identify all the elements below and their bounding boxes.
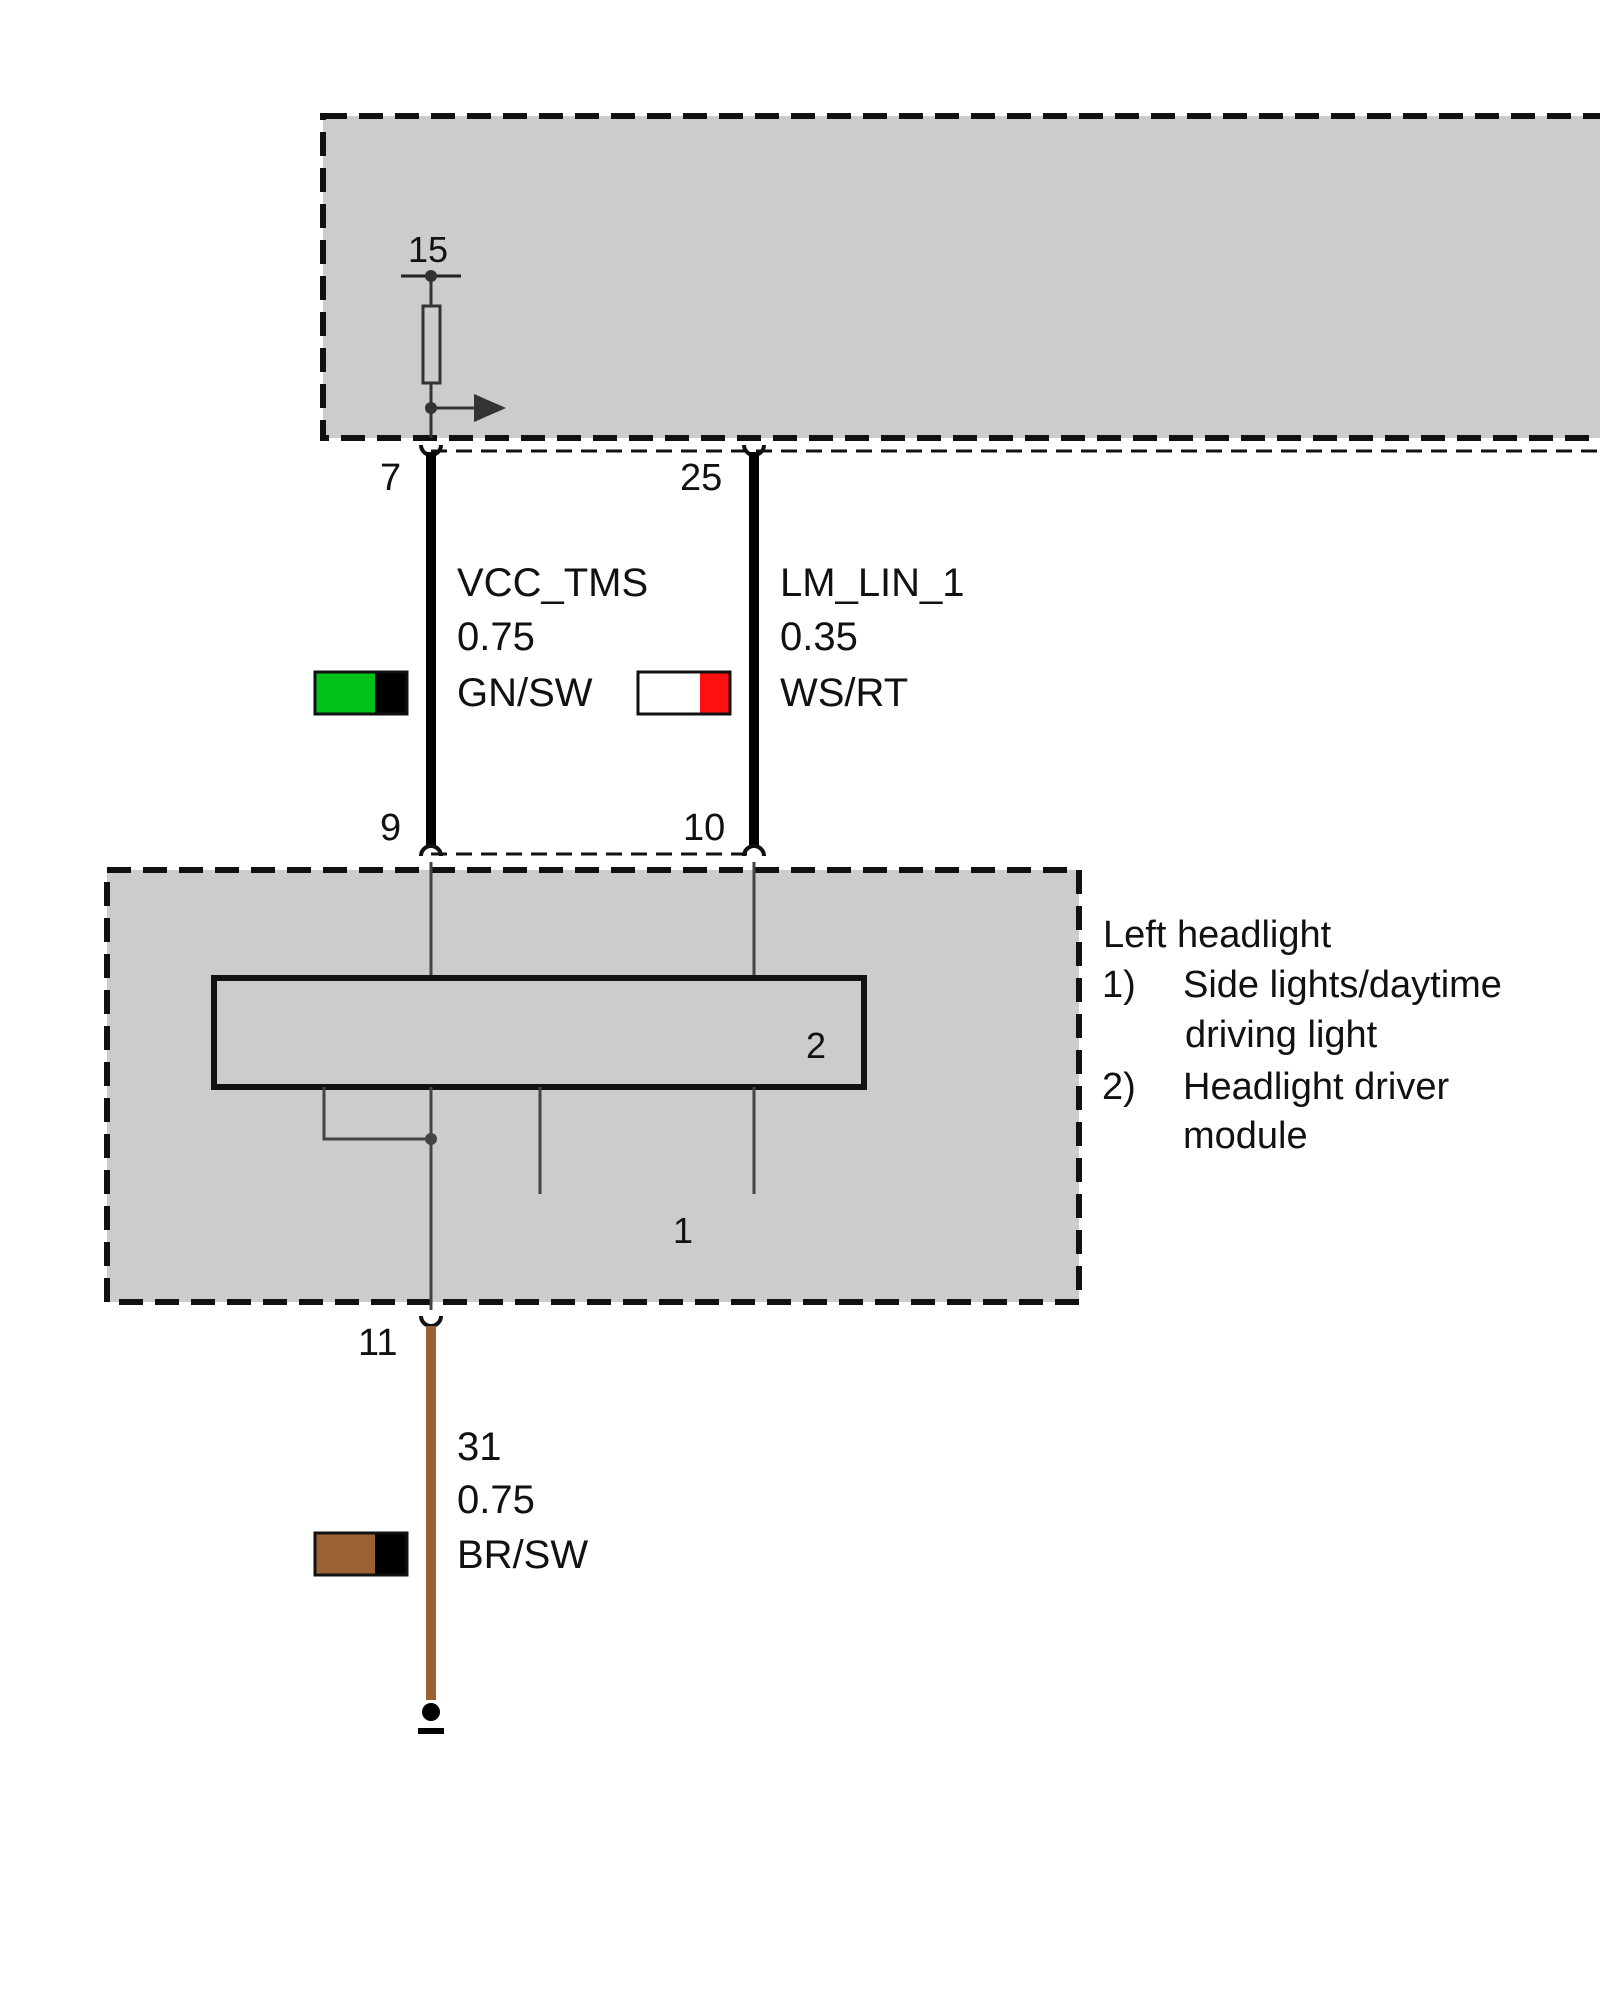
wire-ground-gauge: 0.75 xyxy=(457,1478,535,1522)
pin-7-label: 7 xyxy=(380,457,401,499)
supply-resistor-symbol xyxy=(401,270,506,438)
pin-9-arc xyxy=(419,844,443,857)
legend-item-2-line1: Headlight driver xyxy=(1183,1066,1449,1108)
wire-ground-color: BR/SW xyxy=(457,1533,588,1577)
wire-lin-gauge: 0.35 xyxy=(780,615,858,659)
pin-10-arc xyxy=(742,844,766,857)
wire-vcc-tms-signal: VCC_TMS xyxy=(457,561,648,605)
legend-item-1-line1: Side lights/daytime xyxy=(1183,964,1502,1006)
wire-ground-signal: 31 xyxy=(457,1425,502,1469)
driver-module-box xyxy=(211,975,867,1090)
wire-ground-swatch xyxy=(313,1531,409,1577)
output-arrow-icon xyxy=(474,394,506,422)
wire-lin-color: WS/RT xyxy=(780,671,908,715)
wire-lin-swatch xyxy=(636,670,732,716)
side-light-connections xyxy=(322,1087,756,1310)
legend-title: Left headlight xyxy=(1103,914,1332,956)
legend-item-1-num: 1) xyxy=(1102,964,1136,1006)
legend-item-1-line2: driving light xyxy=(1185,1014,1378,1056)
terminal-15-label: 15 xyxy=(408,229,448,270)
wire-lin-signal: LM_LIN_1 xyxy=(780,561,965,605)
pin-9-label: 9 xyxy=(380,807,401,849)
legend-item-2-line2: module xyxy=(1183,1115,1308,1157)
pin-11-label: 11 xyxy=(358,1322,397,1364)
ground-icon xyxy=(418,1703,444,1734)
component-1-label: 1 xyxy=(673,1210,693,1251)
wire-vcc-tms-swatch xyxy=(313,670,409,716)
wire-vcc-tms-gauge: 0.75 xyxy=(457,615,535,659)
wire-vcc-tms-color: GN/SW xyxy=(457,671,593,715)
component-2-label: 2 xyxy=(806,1025,826,1066)
pin-10-label: 10 xyxy=(683,807,725,849)
control-unit-box xyxy=(320,113,1600,441)
legend-item-2-num: 2) xyxy=(1102,1066,1136,1108)
pin-11-arc xyxy=(419,1315,443,1328)
pin-25-label: 25 xyxy=(680,457,722,499)
